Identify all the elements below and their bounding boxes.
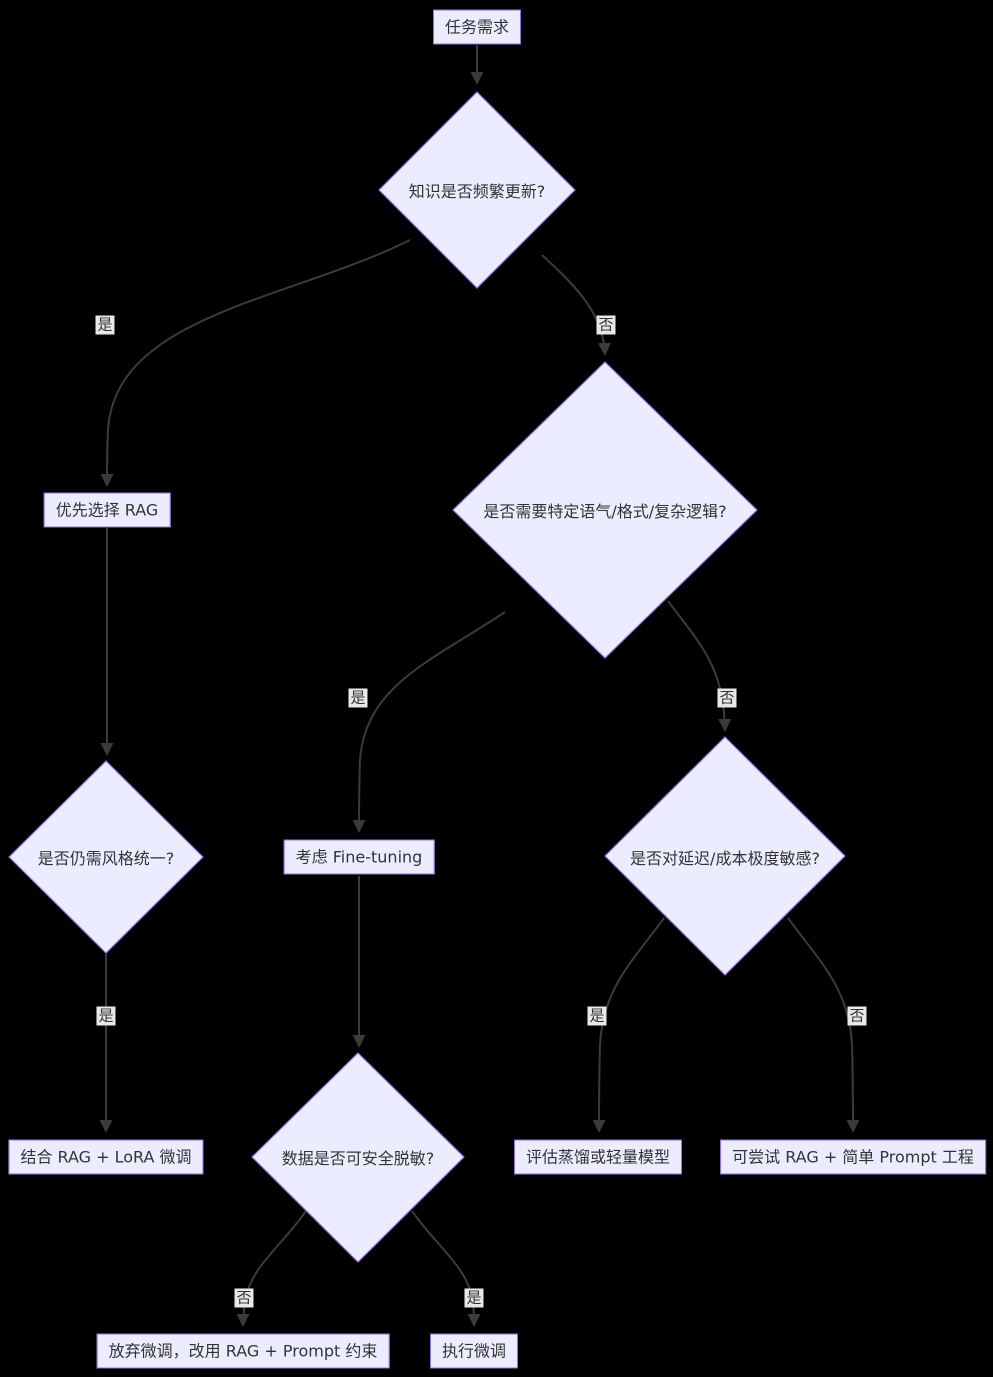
decision-tone-format-logic-diamond: [452, 361, 758, 659]
decision-knowledge-update-label: 知识是否频繁更新?: [408, 182, 546, 201]
decision-knowledge-update-diamond: [378, 91, 576, 289]
node-distill-light-model: 评估蒸馏或轻量模型: [513, 1139, 683, 1175]
edge-latency-yes: [592, 917, 665, 1133]
decision-data-sanitize-label: 数据是否可安全脱敏?: [281, 1149, 435, 1168]
edge-data-yes: [411, 1210, 481, 1327]
node-do-finetune: 执行微调: [429, 1333, 519, 1369]
edge-label-update-yes: 是: [95, 315, 115, 335]
edge-latency-no: [787, 917, 860, 1133]
decision-tone-format-logic-label: 是否需要特定语气/格式/复杂逻辑?: [483, 502, 727, 521]
node-rag-plus-lora: 结合 RAG + LoRA 微调: [8, 1139, 204, 1175]
node-prefer-rag: 优先选择 RAG: [43, 492, 171, 528]
edge-update-yes: [100, 239, 411, 487]
node-consider-finetuning: 考虑 Fine-tuning: [283, 839, 435, 875]
edge-label-style-yes: 是: [96, 1006, 116, 1026]
decision-style-unify-label: 是否仍需风格统一?: [37, 849, 175, 868]
edge-label-tone-no: 否: [717, 688, 737, 708]
node-rag-simple-prompt: 可尝试 RAG + 简单 Prompt 工程: [720, 1139, 986, 1175]
edge-label-latency-no: 否: [847, 1006, 867, 1026]
edge-label-data-yes: 是: [464, 1288, 484, 1308]
edge-label-latency-yes: 是: [587, 1006, 607, 1026]
node-abandon-finetune: 放弃微调，改用 RAG + Prompt 约束: [96, 1333, 390, 1369]
edge-tone-no: [667, 600, 732, 732]
edge-label-tone-yes: 是: [348, 688, 368, 708]
node-task-requirement: 任务需求: [432, 9, 522, 45]
edge-tone-yes: [352, 611, 506, 833]
edge-label-data-no: 否: [234, 1288, 254, 1308]
decision-data-sanitize-diamond: [251, 1052, 465, 1263]
edge-update-no: [541, 254, 611, 356]
edge-data-no: [236, 1210, 307, 1327]
decision-latency-cost-label: 是否对延迟/成本极度敏感?: [630, 849, 820, 868]
edge-label-update-no: 否: [596, 315, 616, 335]
decision-latency-cost-diamond: [604, 736, 846, 976]
decision-style-unify-diamond: [8, 760, 204, 954]
